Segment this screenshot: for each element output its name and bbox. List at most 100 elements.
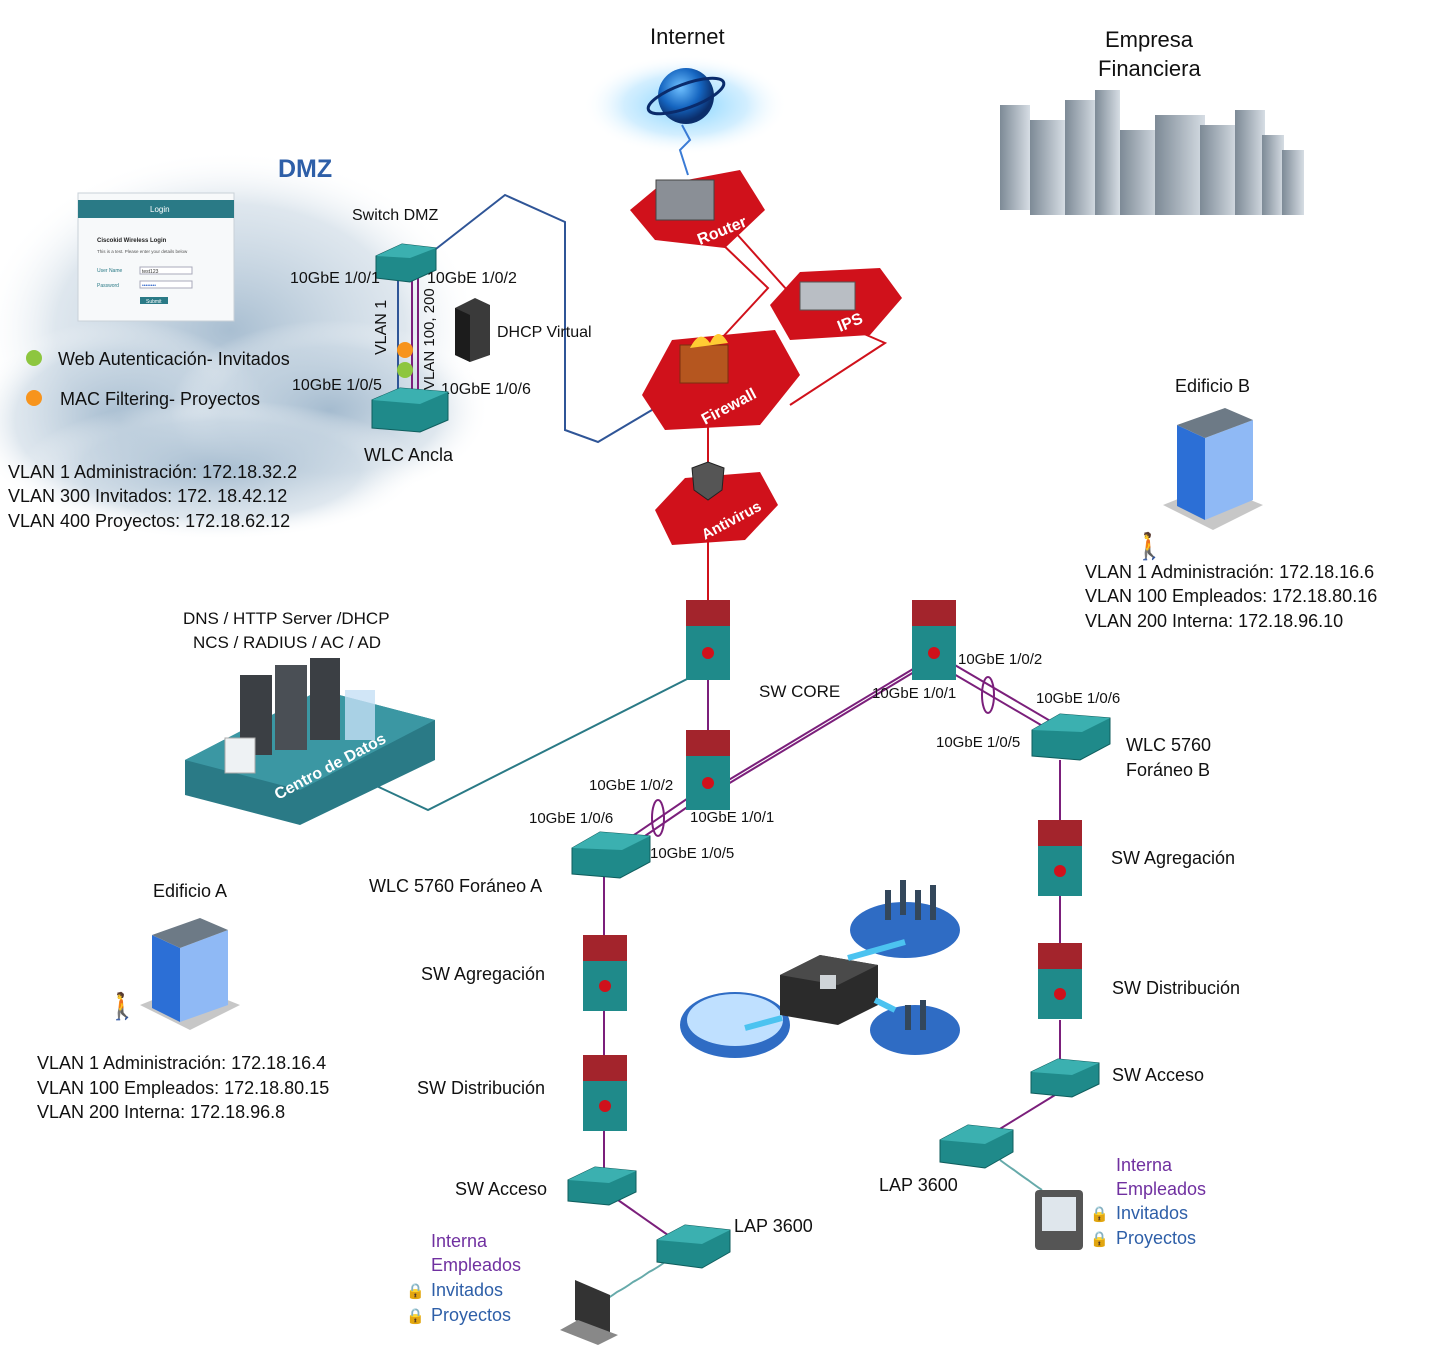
site-b-access-label: SW Acceso	[1112, 1065, 1204, 1085]
laptop-icon	[560, 1280, 618, 1345]
login-title: Ciscokid Wireless Login	[97, 238, 167, 244]
ips-device: IPS	[770, 268, 902, 340]
dmz-port-1-0-1: 10GbE 1/0/1	[290, 270, 380, 287]
site-b-ssid-proyectos: Proyectos	[1116, 1228, 1196, 1248]
site-b-dist-label: SW Distribución	[1112, 978, 1240, 998]
login-pass-value: ••••••••	[142, 283, 156, 289]
core-right-port-1-0-1: 10GbE 1/0/1	[872, 685, 956, 702]
site-a-dist-switch-icon	[583, 1055, 627, 1131]
datacenter-platform	[185, 658, 435, 825]
central-security-illustration	[680, 880, 960, 1058]
wlc-a-label: WLC 5760 Foráneo A	[369, 876, 542, 896]
legend-dot-green	[26, 350, 42, 366]
login-header: Login	[150, 205, 170, 214]
core-switch-right-icon	[912, 600, 956, 680]
dmz-port-1-0-2: 10GbE 1/0/2	[427, 270, 517, 287]
site-a-vlan-1: VLAN 1 Administración: 172.18.16.4	[37, 1053, 326, 1073]
wlc-b-label-line1: WLC 5760	[1126, 735, 1211, 755]
web-login-panel: Login Ciscokid Wireless Login This is a …	[77, 192, 235, 322]
site-a-lock-icon-1: 🔒	[406, 1283, 425, 1300]
site-a-ssid-empleados: Empleados	[431, 1255, 521, 1275]
login-note: This is a test. Please enter your detail…	[97, 249, 188, 254]
legend-web-auth: Web Autenticación- Invitados	[58, 349, 290, 369]
core-label: SW CORE	[759, 682, 840, 701]
core-left-port-1-0-5: 10GbE 1/0/5	[650, 845, 734, 862]
dmz-vlan1-label: VLAN 1	[373, 300, 390, 355]
site-a-person-icon: 🚶	[106, 991, 138, 1021]
site-b-vlan-1: VLAN 1 Administración: 172.18.16.6	[1085, 562, 1374, 582]
building-b-icon	[1163, 408, 1263, 530]
dmz-orange-marker	[397, 342, 413, 358]
site-b-agg-label: SW Agregación	[1111, 848, 1235, 868]
dmz-switch-label: Switch DMZ	[352, 207, 438, 224]
dmz-title: DMZ	[278, 155, 332, 183]
site-b-vlan-3: VLAN 200 Interna: 172.18.96.10	[1085, 611, 1343, 631]
site-a-lap-label: LAP 3600	[734, 1216, 813, 1236]
site-b-lap-icon	[939, 1124, 1014, 1169]
core-right-port-1-0-5: 10GbE 1/0/5	[936, 734, 1020, 751]
site-a-vlan-2: VLAN 100 Empleados: 172.18.80.15	[37, 1078, 329, 1098]
dmz-green-marker	[397, 362, 413, 378]
site-a-agg-label: SW Agregación	[421, 964, 545, 984]
wlc-anchor-label: WLC Ancla	[364, 445, 454, 465]
dmz-switch-icon	[375, 243, 437, 283]
site-a-ssid-proyectos: Proyectos	[431, 1305, 511, 1325]
site-a-ssid-invitados: Invitados	[431, 1280, 503, 1300]
wlc-b-label-line2: Foráneo B	[1126, 760, 1210, 780]
site-a-access-switch-icon	[567, 1166, 637, 1206]
router-device: Router	[630, 170, 765, 249]
dmz-vlan-3: VLAN 400 Proyectos: 172.18.62.12	[8, 511, 290, 531]
site-a-vlan-3: VLAN 200 Interna: 172.18.96.8	[37, 1102, 285, 1122]
core-switch-left-icon	[686, 730, 730, 810]
site-b-person-icon: 🚶	[1133, 531, 1165, 561]
core-left-port-1-0-2: 10GbE 1/0/2	[589, 777, 673, 794]
core-right-port-1-0-6: 10GbE 1/0/6	[1036, 690, 1120, 707]
internet-globe-icon	[583, 55, 788, 176]
site-a-access-label: SW Acceso	[455, 1179, 547, 1199]
wlc-b-icon	[1031, 713, 1111, 761]
site-a-agg-switch-icon	[583, 935, 627, 1011]
datacenter-line1: DNS / HTTP Server /DHCP	[183, 609, 390, 628]
core-left-port-1-0-6: 10GbE 1/0/6	[529, 810, 613, 827]
antivirus-device: Antivirus	[655, 461, 778, 545]
site-a-ssid-interna: Interna	[431, 1231, 488, 1251]
datacenter-line2: NCS / RADIUS / AC / AD	[193, 633, 381, 652]
login-submit: Submit	[146, 299, 162, 305]
internet-label: Internet	[650, 24, 725, 49]
company-title-line2: Financiera	[1098, 56, 1201, 81]
dmz-vlan-1: VLAN 1 Administración: 172.18.32.2	[8, 462, 297, 482]
site-b-ssid-interna: Interna	[1116, 1155, 1173, 1175]
site-b-ssid-invitados: Invitados	[1116, 1203, 1188, 1223]
site-b-agg-switch-icon	[1038, 820, 1082, 896]
wlc-a-icon	[571, 831, 651, 879]
wlc-anchor-icon	[371, 387, 449, 433]
legend-mac-filter: MAC Filtering- Proyectos	[60, 389, 260, 409]
core-right-port-1-0-2: 10GbE 1/0/2	[958, 651, 1042, 668]
firewall-device: Firewall	[642, 330, 800, 430]
core-switch-top-icon	[686, 600, 730, 680]
company-skyline-icon	[1000, 90, 1304, 215]
dhcp-label: DHCP Virtual	[497, 324, 592, 341]
site-a-lock-icon-2: 🔒	[406, 1308, 425, 1325]
site-a-dist-label: SW Distribución	[417, 1078, 545, 1098]
site-b-ssid-empleados: Empleados	[1116, 1179, 1206, 1199]
dmz-port-1-0-5: 10GbE 1/0/5	[292, 377, 382, 394]
site-b-dist-switch-icon	[1038, 943, 1082, 1019]
site-b-vlan-2: VLAN 100 Empleados: 172.18.80.16	[1085, 586, 1377, 606]
core-left-port-1-0-1: 10GbE 1/0/1	[690, 809, 774, 826]
login-user-value: test123	[142, 269, 159, 275]
pda-icon	[1035, 1190, 1083, 1250]
building-a-icon	[140, 918, 240, 1030]
building-a-label: Edificio A	[153, 881, 227, 901]
dhcp-server-icon	[455, 298, 490, 362]
login-user-label: User Name	[97, 268, 123, 274]
site-b-lock-icon-2: 🔒	[1090, 1231, 1109, 1248]
site-b-access-switch-icon	[1030, 1058, 1100, 1098]
legend-dot-orange	[26, 390, 42, 406]
dmz-vlan-2: VLAN 300 Invitados: 172. 18.42.12	[8, 486, 287, 506]
site-a-lap-icon	[656, 1224, 731, 1269]
login-pass-label: Password	[97, 283, 119, 289]
dmz-port-1-0-6: 10GbE 1/0/6	[441, 381, 531, 398]
dmz-vlan100-200-label: VLAN 100, 200	[421, 288, 438, 390]
